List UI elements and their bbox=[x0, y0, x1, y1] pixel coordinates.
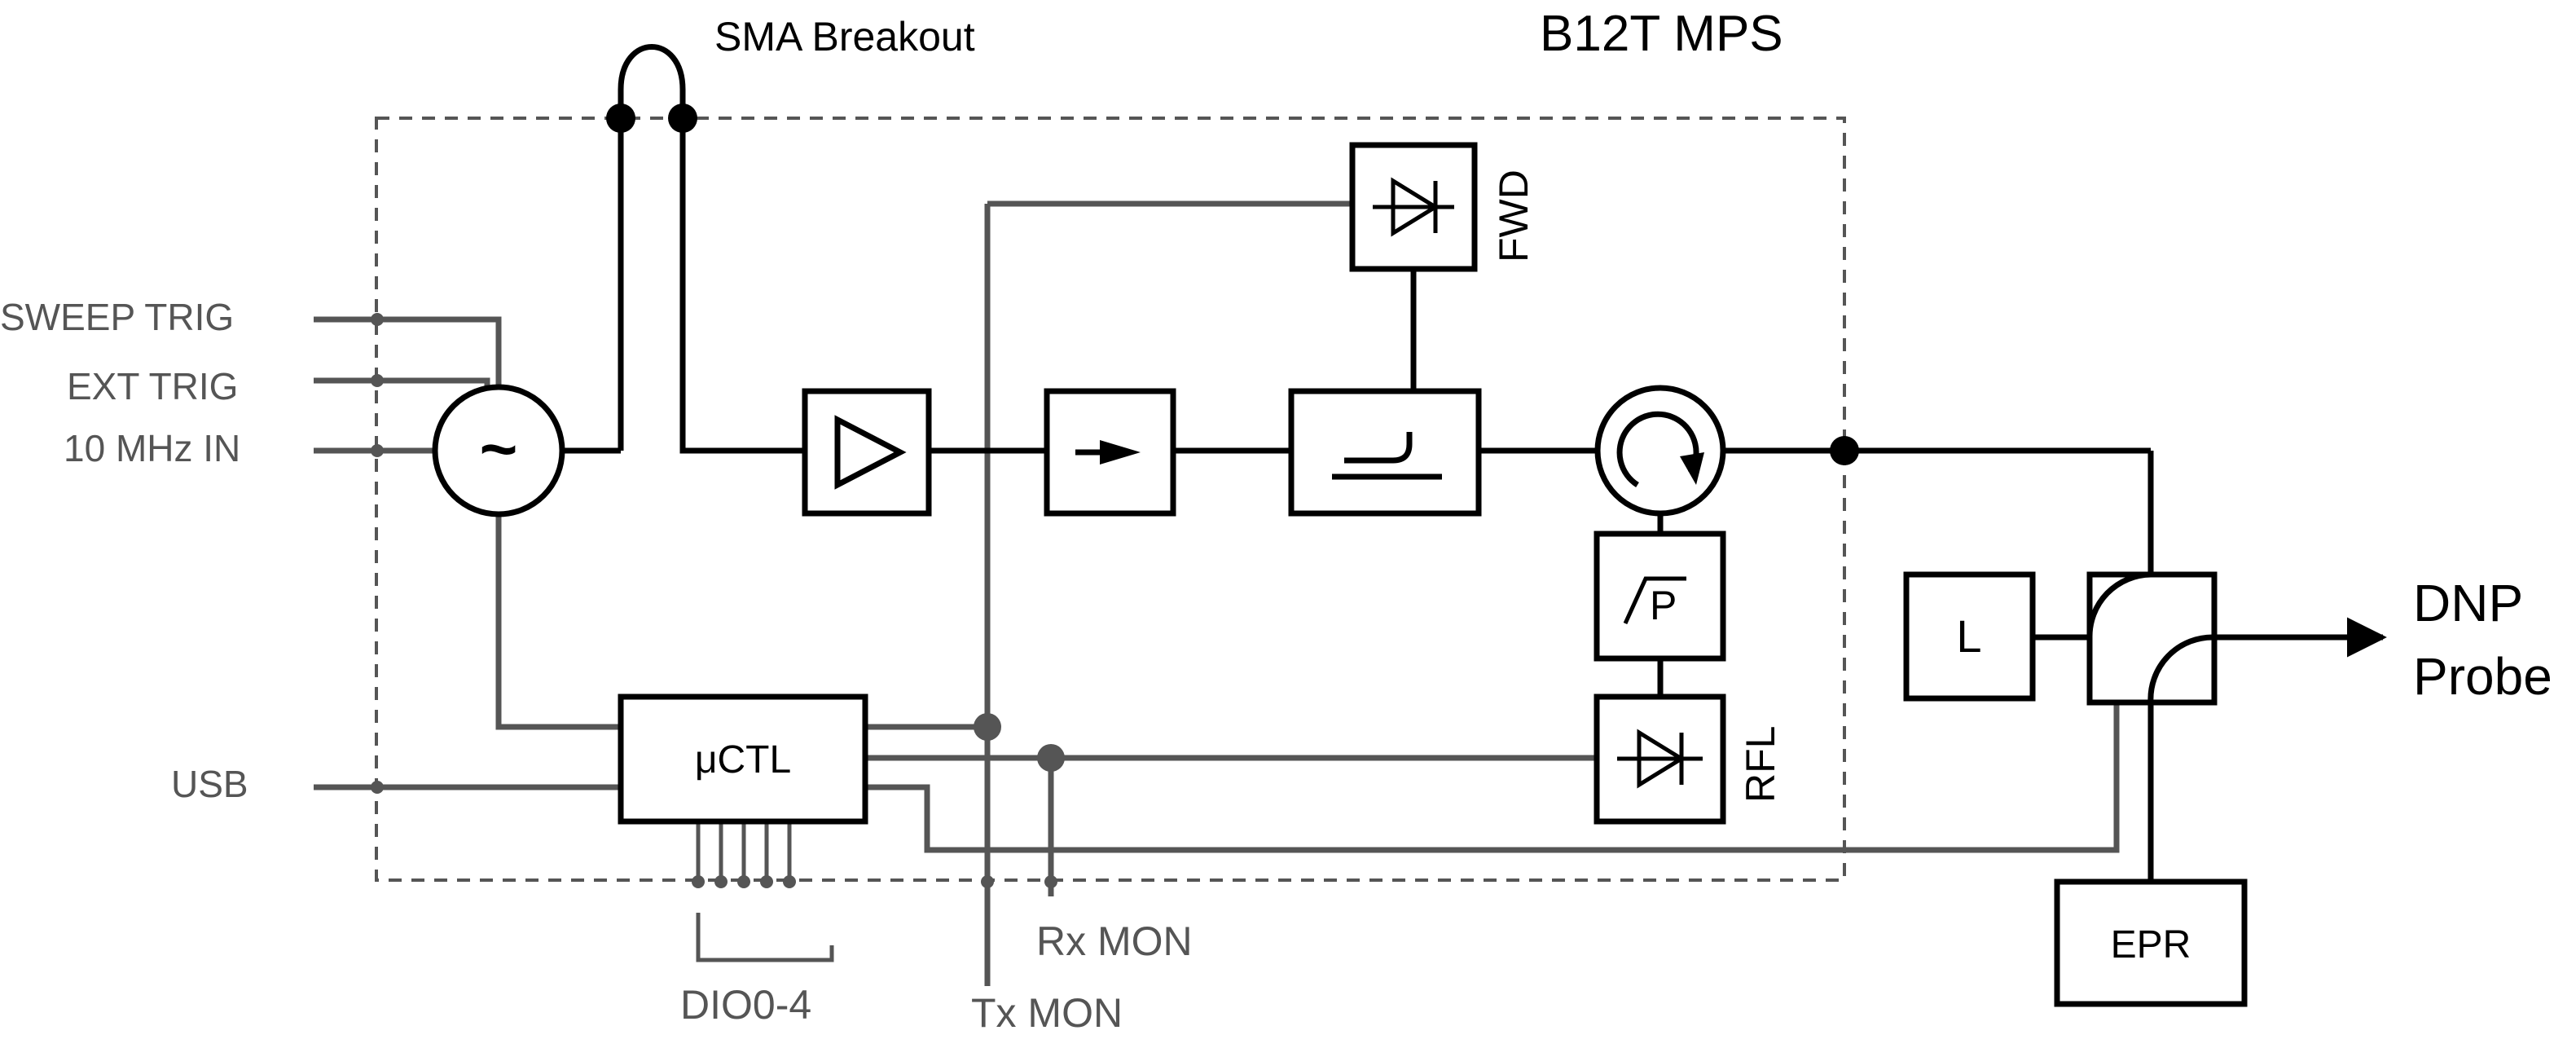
gray-junctions bbox=[371, 313, 1065, 888]
oscillator: ~ bbox=[432, 384, 565, 517]
directional-coupler bbox=[1288, 388, 1482, 517]
controller-label: μCTL bbox=[695, 738, 791, 782]
epr-label: EPR bbox=[2111, 923, 2191, 967]
diode-icon bbox=[1391, 177, 1440, 237]
sqrt-p-label: P bbox=[1650, 583, 1677, 628]
fwd-label: FWD bbox=[1491, 170, 1536, 262]
output-label-line2: Probe bbox=[2413, 647, 2552, 706]
microcontroller: μCTL bbox=[618, 694, 868, 825]
tx-mon-label: Tx MON bbox=[971, 990, 1123, 1036]
forward-detector bbox=[1349, 142, 1478, 272]
circulator-arrow-icon bbox=[1616, 411, 1699, 487]
circulator bbox=[1594, 385, 1726, 517]
isolator bbox=[1044, 388, 1176, 517]
sweep-trig-label: SWEEP TRIG bbox=[0, 296, 234, 338]
load-label: L bbox=[1956, 610, 1981, 662]
amplifier-icon bbox=[834, 415, 907, 490]
dio-label: DIO0-4 bbox=[680, 982, 811, 1028]
amplifier bbox=[802, 388, 932, 517]
sqrt-p-block: P bbox=[1594, 531, 1726, 662]
reflected-detector bbox=[1594, 694, 1726, 825]
rx-mon-label: Rx MON bbox=[1036, 918, 1193, 964]
control-wiring bbox=[314, 200, 2120, 986]
usb-label: USB bbox=[171, 763, 248, 805]
system-title: B12T MPS bbox=[1540, 6, 1783, 62]
dio-pins bbox=[696, 821, 834, 962]
sma-breakout-label: SMA Breakout bbox=[714, 14, 975, 59]
enclosure-boundary bbox=[375, 117, 1846, 882]
rf-path bbox=[562, 44, 2387, 882]
arrow-icon bbox=[1100, 440, 1141, 465]
diode-icon-2 bbox=[1637, 729, 1686, 789]
ext-trig-label: EXT TRIG bbox=[67, 365, 238, 407]
output-label-line1: DNP bbox=[2413, 574, 2523, 632]
epr-block: EPR bbox=[2054, 878, 2248, 1007]
ref-in-label: 10 MHz IN bbox=[64, 427, 240, 469]
load-block: L bbox=[1903, 571, 2036, 702]
rf-junctions bbox=[606, 103, 1859, 465]
oscillator-symbol: ~ bbox=[480, 412, 518, 485]
rfl-label: RFL bbox=[1738, 726, 1783, 803]
probe-switch bbox=[2086, 571, 2218, 706]
sqrt-icon bbox=[1623, 576, 1686, 625]
